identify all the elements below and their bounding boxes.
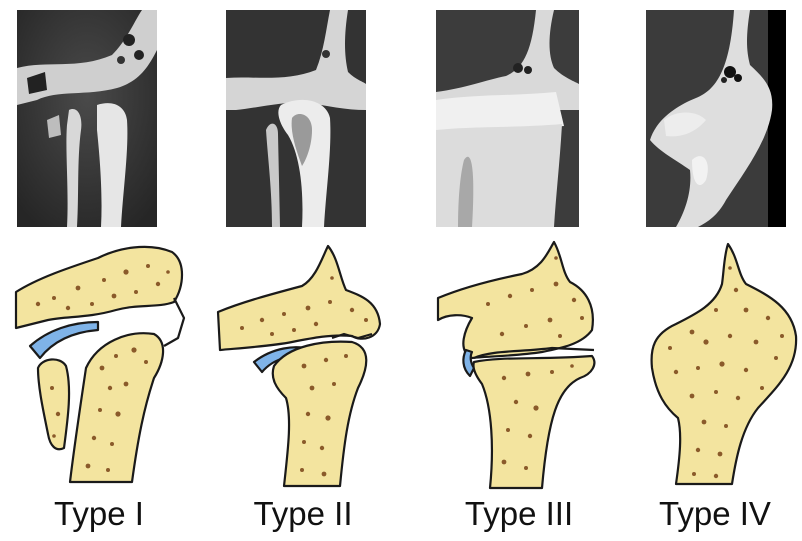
label-type-1: Type I (24, 495, 174, 533)
mandibular-condyle (473, 356, 594, 488)
illustration-type-3 (432, 238, 608, 493)
temporal-bone (16, 247, 182, 328)
label-type-4: Type IV (640, 495, 790, 533)
ct-image-type-2 (226, 10, 366, 227)
temporal-bone (218, 246, 380, 350)
articular-disc (30, 322, 98, 358)
label-type-3: Type III (444, 495, 594, 533)
illustration-type-2 (212, 238, 392, 488)
ct-image-type-4 (646, 10, 786, 227)
mandibular-condyle (273, 342, 367, 486)
label-type-2: Type II (228, 495, 378, 533)
ct-image-type-1 (17, 10, 157, 227)
illustration-type-4 (646, 238, 802, 488)
ct-image-type-3 (436, 10, 579, 227)
illustration-type-1 (8, 238, 190, 488)
temporal-bone (438, 242, 593, 358)
